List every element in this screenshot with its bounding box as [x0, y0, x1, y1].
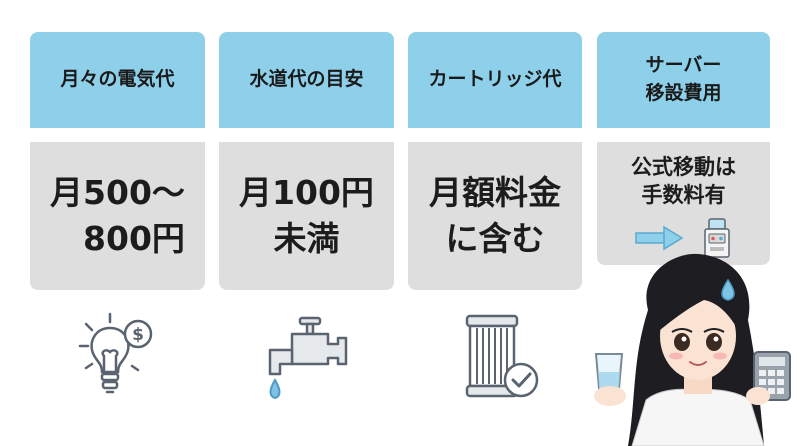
arrow-right-icon [634, 225, 683, 251]
card-electricity: 月々の電気代 月500～ 800円 [30, 32, 205, 290]
card-water-header: 水道代の目安 [219, 32, 394, 128]
card-body-line-1: 公式移動は [631, 155, 736, 180]
water-server-icon [703, 218, 730, 258]
card-body-line-1: 月100円 [239, 172, 374, 212]
relocation-icons [634, 217, 734, 259]
card-body-line-2: に含む [445, 219, 545, 258]
eyes [671, 328, 725, 351]
card-body-line-2: 未満 [273, 219, 340, 258]
card-water: 水道代の目安 月100円 未満 [219, 32, 394, 290]
card-header-text: 水道代の目安 [249, 68, 364, 91]
card-cartridge: カートリッジ代 月額料金 に含む [408, 32, 582, 290]
card-water-body: 月100円 未満 [219, 142, 394, 290]
card-header-text: カートリッジ代 [428, 68, 562, 91]
card-header-line-2: 移設費用 [645, 82, 722, 104]
faucet-drop-icon [268, 316, 348, 400]
card-body-line-1: 月額料金 [429, 172, 561, 212]
sweat-drop-icon [721, 278, 735, 301]
card-relocation-body: 公式移動は 手数料有 [597, 142, 770, 265]
card-body-line-2: 800円 [50, 219, 185, 258]
lightbulb-dollar-icon: $ [78, 312, 153, 394]
water-filter-check-icon [465, 314, 539, 398]
card-header-text: 月々の電気代 [60, 68, 175, 91]
card-electricity-body: 月500～ 800円 [30, 142, 205, 290]
calculator-icon [746, 351, 791, 405]
water-glass-icon [594, 353, 626, 406]
card-body-line-2: 手数料有 [641, 182, 726, 207]
card-electricity-header: 月々の電気代 [30, 32, 205, 128]
card-header-line-1: サーバー [645, 54, 722, 77]
card-relocation: サーバー 移設費用 公式移動は 手数料有 [597, 32, 770, 265]
svg-text:$: $ [132, 325, 144, 345]
girl-illustration [594, 253, 791, 446]
card-cartridge-header: カートリッジ代 [408, 32, 582, 128]
card-body-line-1: 月500～ [50, 172, 185, 212]
card-relocation-header: サーバー 移設費用 [597, 32, 770, 128]
card-cartridge-body: 月額料金 に含む [408, 142, 582, 290]
